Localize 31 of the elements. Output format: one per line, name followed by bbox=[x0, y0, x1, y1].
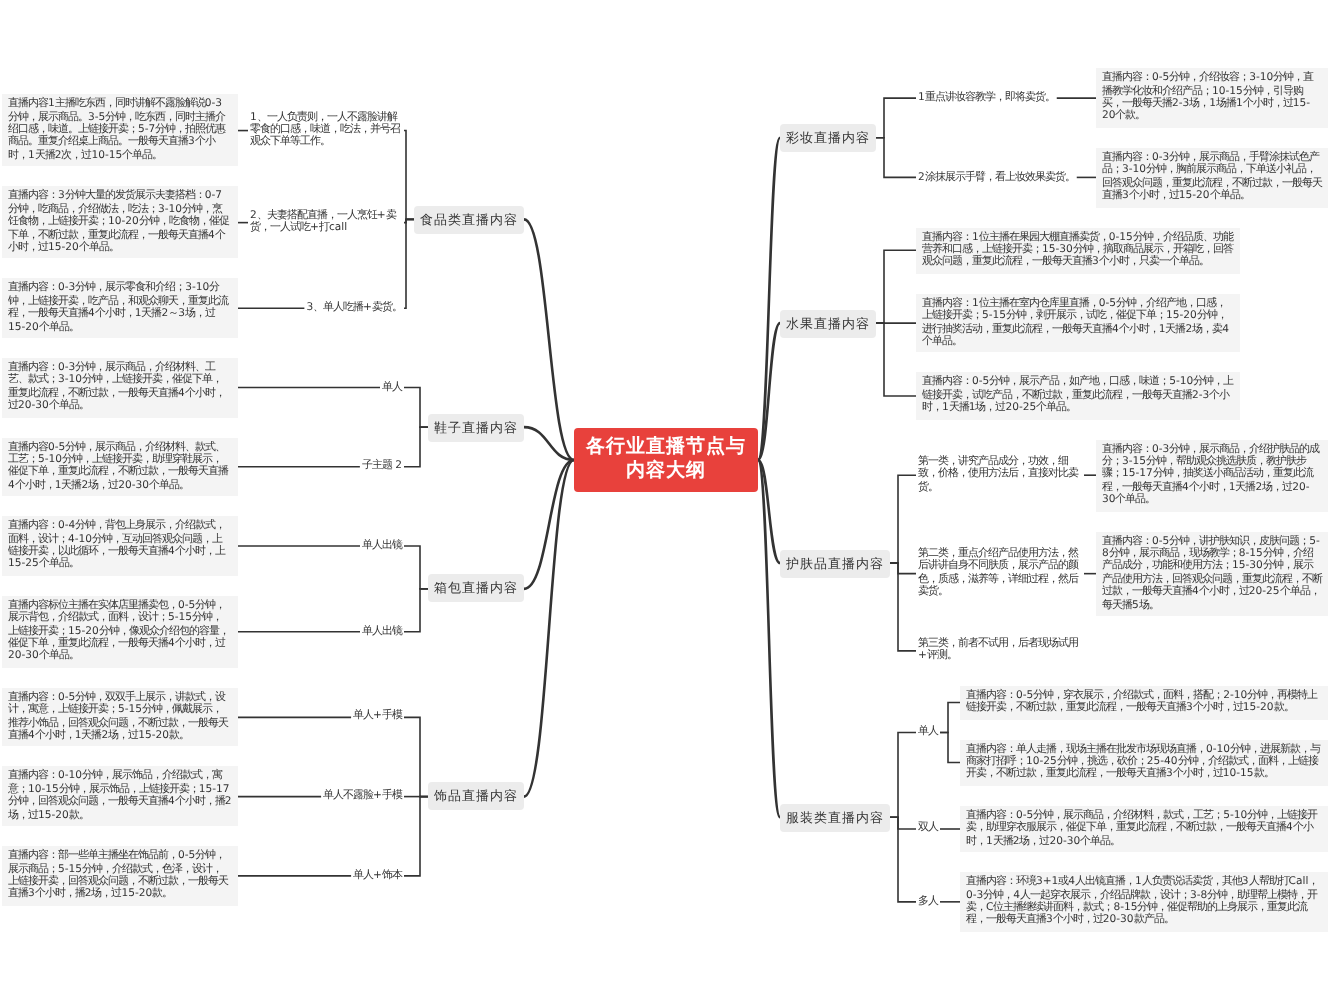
connector-line bbox=[237, 795, 322, 798]
connector-line bbox=[757, 322, 781, 461]
connector-line bbox=[889, 562, 917, 652]
connector-line bbox=[237, 716, 352, 719]
central-topic-box: 各行业直播节点与内容大纲 bbox=[574, 428, 758, 492]
connector-line bbox=[237, 307, 306, 310]
connector-line bbox=[237, 630, 361, 633]
connector-line bbox=[939, 901, 961, 903]
connector-line bbox=[1083, 474, 1097, 476]
connector-line bbox=[403, 588, 429, 633]
connector-line bbox=[237, 386, 381, 389]
connector-line bbox=[523, 459, 575, 798]
connector-line bbox=[237, 465, 361, 468]
connector-line bbox=[756, 137, 782, 461]
connector-line bbox=[237, 545, 361, 547]
connector-line bbox=[939, 731, 961, 764]
connector-line bbox=[403, 218, 415, 310]
connector-line bbox=[939, 828, 961, 830]
connector-line bbox=[403, 795, 429, 877]
connector-line bbox=[1075, 176, 1097, 179]
connector-line bbox=[523, 425, 575, 462]
connector-line bbox=[523, 458, 575, 591]
connector-line bbox=[403, 426, 429, 468]
connector-line bbox=[523, 218, 575, 461]
connector-line bbox=[237, 875, 352, 877]
connector-line bbox=[875, 137, 917, 179]
connector-line bbox=[757, 459, 781, 565]
connector-line bbox=[756, 459, 782, 818]
connector-line bbox=[1055, 97, 1097, 99]
connector-line bbox=[889, 816, 917, 903]
connector-line bbox=[875, 322, 917, 397]
